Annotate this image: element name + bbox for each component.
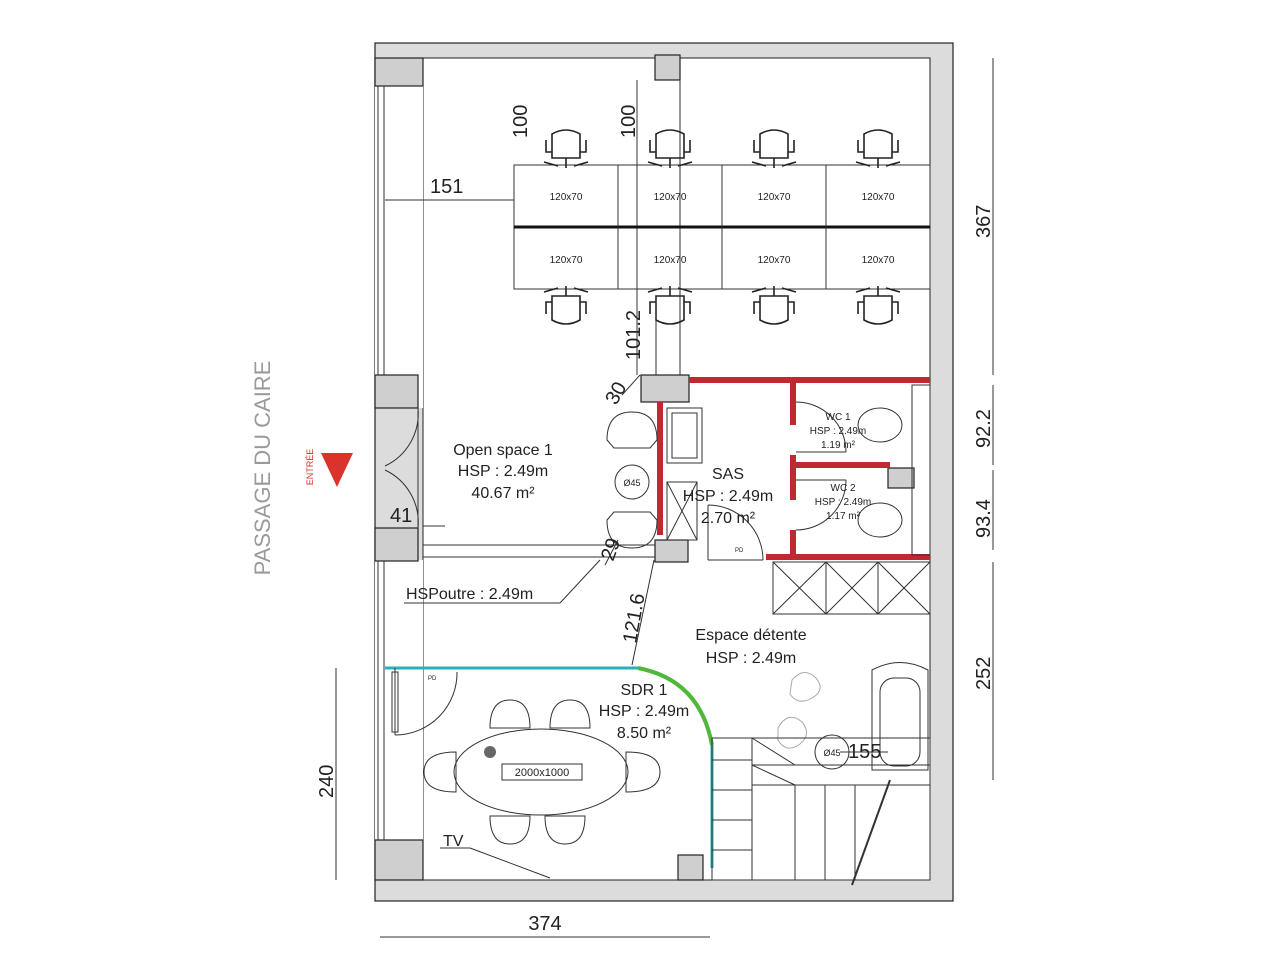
room-wc1-name: WC 1 <box>826 412 851 423</box>
round-table-label: Ø45 <box>623 478 640 488</box>
dim-100-a: 100 <box>510 105 532 138</box>
hspoutre-label: HSPoutre : 2.49m <box>406 586 533 603</box>
desk-label: 120x70 <box>550 192 583 203</box>
dim-100-b: 100 <box>618 105 640 138</box>
office-chairs <box>543 129 901 325</box>
dim-93-4: 93.4 <box>973 499 995 538</box>
room-open-space-area: 40.67 m² <box>471 485 535 502</box>
entry-arrow-icon <box>321 453 353 487</box>
office-chair <box>647 129 693 168</box>
room-sas-area: 2.70 m² <box>701 510 756 527</box>
partitions <box>657 377 931 561</box>
office-chair <box>647 286 693 325</box>
office-chair <box>855 286 901 325</box>
office-chair <box>751 286 797 325</box>
dim-92-2: 92.2 <box>973 409 995 448</box>
desk-block <box>513 164 931 290</box>
room-open-space-hsp: HSP : 2.49m <box>458 463 548 480</box>
door-tag: PD <box>735 548 744 554</box>
office-chair <box>751 129 797 168</box>
desk-label: 120x70 <box>862 255 895 266</box>
dim-240: 240 <box>316 765 338 798</box>
desk-label: 120x70 <box>758 255 791 266</box>
room-wc2-area: 1.17 m² <box>826 511 861 522</box>
desk-label: 120x70 <box>654 192 687 203</box>
dim-252: 252 <box>973 657 995 690</box>
desk-label: 120x70 <box>550 255 583 266</box>
street-name: PASSAGE DU CAIRE <box>250 361 275 576</box>
office-chair <box>855 129 901 168</box>
dim-155: 155 <box>848 741 881 763</box>
room-wc2-name: WC 2 <box>831 483 856 494</box>
room-detente-name: Espace détente <box>695 627 806 644</box>
desk-labels: 120x70 120x70 120x70 120x70 120x70 120x7… <box>550 192 895 266</box>
meeting-table <box>423 699 661 845</box>
office-chair <box>543 129 589 168</box>
desk-label: 120x70 <box>862 192 895 203</box>
room-sas-hsp: HSP : 2.49m <box>683 488 773 505</box>
room-wc1-hsp: HSP : 2.49m <box>810 426 867 437</box>
room-detente-hsp: HSP : 2.49m <box>706 650 796 667</box>
room-wc1-area: 1.19 m² <box>821 440 856 451</box>
entrance-doors <box>384 407 419 529</box>
armchairs <box>606 411 658 549</box>
outer-walls <box>374 42 954 902</box>
tv-label: TV <box>443 833 464 850</box>
office-chair <box>543 286 589 325</box>
dim-101-2: 101.2 <box>623 310 645 360</box>
desk-label: 120x70 <box>654 255 687 266</box>
round-table-label-2: Ø45 <box>823 748 840 758</box>
room-open-space-name: Open space 1 <box>453 442 553 459</box>
door-tag-sdr: PD <box>428 676 437 682</box>
dim-367: 367 <box>973 205 995 238</box>
room-sdr-name: SDR 1 <box>620 682 667 699</box>
storage-cabinets <box>772 561 931 615</box>
room-sdr-area: 8.50 m² <box>617 725 672 742</box>
entry-label: ENTRÉE <box>305 449 315 486</box>
staircase <box>711 737 931 886</box>
dim-151: 151 <box>430 176 463 198</box>
room-sas-name: SAS <box>712 466 744 483</box>
dim-41: 41 <box>390 505 412 527</box>
room-sdr-hsp: HSP : 2.49m <box>599 703 689 720</box>
dimension-lines <box>335 58 994 938</box>
table-size-label: 2000x1000 <box>515 767 569 779</box>
dim-374: 374 <box>528 913 561 935</box>
room-wc2-hsp: HSP : 2.49m <box>815 497 872 508</box>
desk-label: 120x70 <box>758 192 791 203</box>
